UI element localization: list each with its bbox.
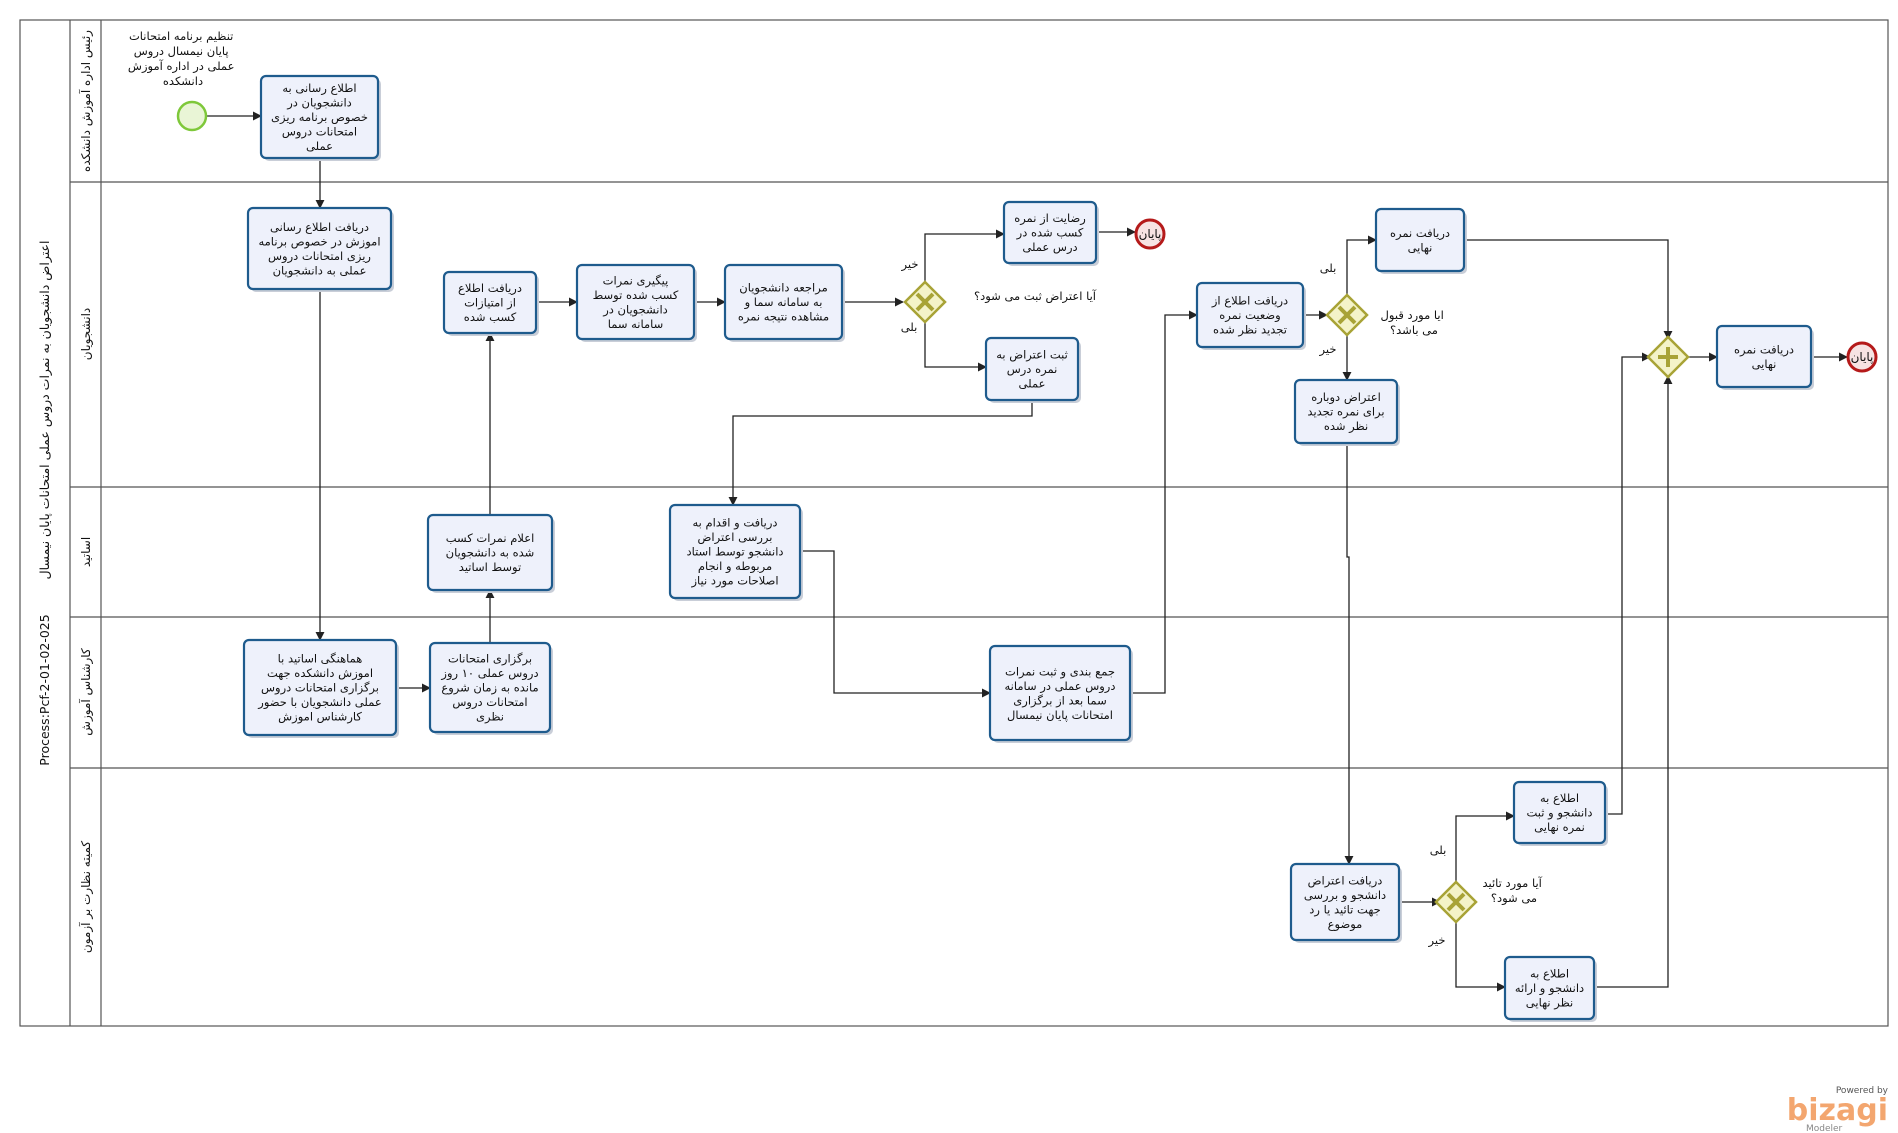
pool-code: Process:Pcf-2-01-02-025 — [37, 614, 52, 765]
lane-label-head: رئیس اداره آموزش دانشکده — [78, 30, 94, 172]
task-t6-box — [442, 270, 538, 335]
gateway-3-yes-label: بلی — [1430, 843, 1447, 857]
task-t11-box — [668, 503, 802, 600]
task-t18-box — [1503, 955, 1596, 1021]
pool: اعتراض دانشجویان به نمرات دروس عملی امتح… — [19, 19, 1889, 1027]
gateway-3-question: آیا مورد تائید می شود؟ — [1482, 876, 1545, 906]
lane-label-students: دانشجویان — [79, 308, 94, 360]
task-t12-box — [988, 644, 1132, 742]
gateway-2 — [1325, 293, 1369, 337]
task-t15-box — [1293, 378, 1399, 445]
start-event — [176, 100, 208, 132]
gateway-1-yes-label: بلی — [901, 320, 918, 334]
lane-label-professors: اساتید — [79, 537, 93, 567]
branding-powered: Powered by — [1836, 1086, 1889, 1096]
gateway-2-no-label: خیر — [1319, 342, 1337, 357]
gateway-1-no-label: خیر — [901, 257, 919, 272]
end-event-1-label: پایان — [1139, 227, 1162, 241]
gateway-2-question: ایا مورد قبول می باشد؟ — [1381, 308, 1448, 337]
task-t8-box — [723, 263, 844, 341]
end-event-2-label: پایان — [1851, 350, 1874, 364]
gateway-2-yes-label: بلی — [1320, 261, 1337, 275]
task-t9-box — [1002, 200, 1098, 265]
branding-name: bizagi — [1787, 1093, 1888, 1128]
task-t2-box — [246, 206, 393, 291]
end-event-1: پایان — [1134, 218, 1166, 250]
gateway-3 — [1434, 880, 1478, 924]
sequence-flows — [207, 111, 1848, 992]
task-t4-box — [428, 641, 552, 734]
task-t13-box — [1195, 281, 1305, 349]
task-t17-box — [1512, 780, 1607, 845]
bizagi-logo: Powered by bizagi Modeler — [1787, 1086, 1889, 1133]
task-t7-box — [575, 263, 696, 341]
end-event-2: پایان — [1846, 341, 1878, 373]
pool-title: اعتراض دانشجویان به نمرات دروس عملی امتح… — [37, 241, 53, 580]
task-t10-box — [984, 336, 1080, 402]
lane-label-education-expert: کارشناس آموزش — [78, 648, 94, 736]
branding-product: Modeler — [1806, 1124, 1843, 1133]
parallel-gateway — [1646, 335, 1690, 379]
task-t19-box — [1715, 324, 1813, 389]
task-t14-box — [1374, 207, 1466, 273]
start-annotation: تنظیم برنامه امتحانات پایان نیمسال دروس … — [128, 29, 238, 88]
task-t5-box — [426, 513, 554, 592]
task-t1-box — [259, 74, 380, 160]
task-t16-box — [1289, 862, 1401, 942]
gateway-3-no-label: خیر — [1428, 933, 1446, 948]
gateway-1-question: آیا اعتراض ثبت می شود؟ — [974, 289, 1097, 304]
gateway-1 — [903, 280, 947, 324]
lane-label-committee: کمیته نظارت بر آزمون — [78, 841, 94, 954]
task-t3-box — [242, 638, 398, 737]
